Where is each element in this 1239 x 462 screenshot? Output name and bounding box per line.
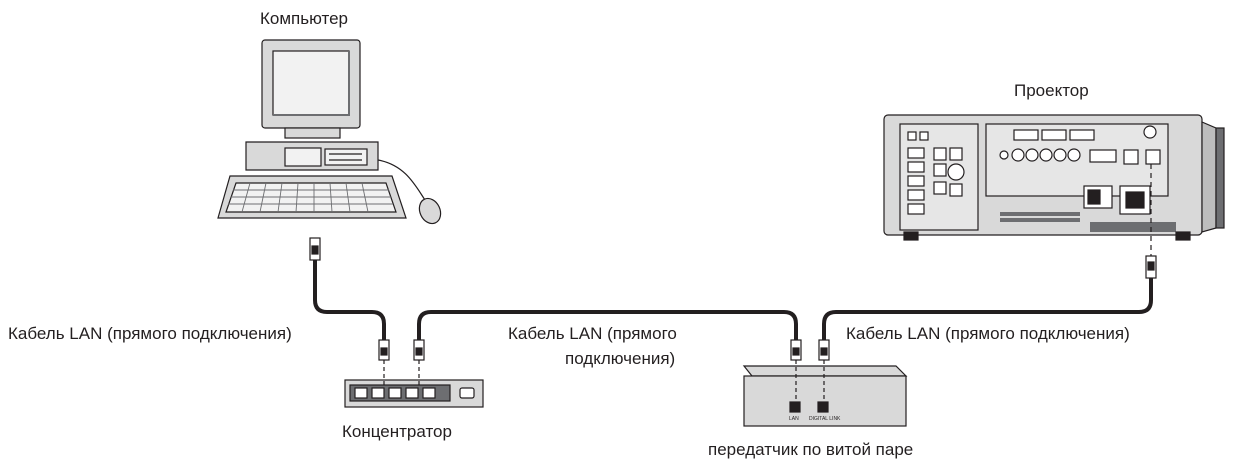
hub-label: Концентратор [342, 422, 452, 441]
transmitter-label: передатчик по витой паре [708, 440, 913, 459]
cable-left-label: Кабель LAN (прямого подключения) [8, 324, 292, 343]
projector-label: Проектор [1014, 81, 1089, 100]
cable-middle-label-line1: Кабель LAN (прямого [508, 324, 677, 343]
transmitter-port-lan: LAN [789, 416, 799, 422]
connector-hub-left [378, 339, 390, 361]
cable-hub-transmitter [417, 310, 798, 340]
mouse [418, 197, 442, 225]
transmitter-top [742, 365, 908, 377]
cable-transmitter-projector [822, 278, 1153, 340]
projector-illustration [883, 114, 1225, 279]
transmitter-port-digital-link: DIGITAL LINK [809, 416, 841, 422]
transmitter-illustration [742, 365, 908, 427]
monitor-stand [284, 127, 341, 139]
cables [313, 260, 1153, 340]
monitor-screen [272, 50, 350, 116]
cable-computer-hub [313, 260, 386, 340]
connector-transmitter-left [790, 339, 802, 361]
connector-hub-right [413, 339, 425, 361]
cable-right-label: Кабель LAN (прямого подключения) [846, 324, 1130, 343]
hub-illustration [344, 379, 484, 408]
computer-illustration [217, 39, 442, 261]
transmitter-body [743, 375, 907, 427]
cable-middle-label-line2: подключения) [565, 349, 675, 368]
computer-label: Компьютер [260, 9, 348, 28]
connector-transmitter-right [818, 339, 830, 361]
cable-connectors [378, 339, 830, 361]
plug-in-dashes [383, 360, 825, 402]
